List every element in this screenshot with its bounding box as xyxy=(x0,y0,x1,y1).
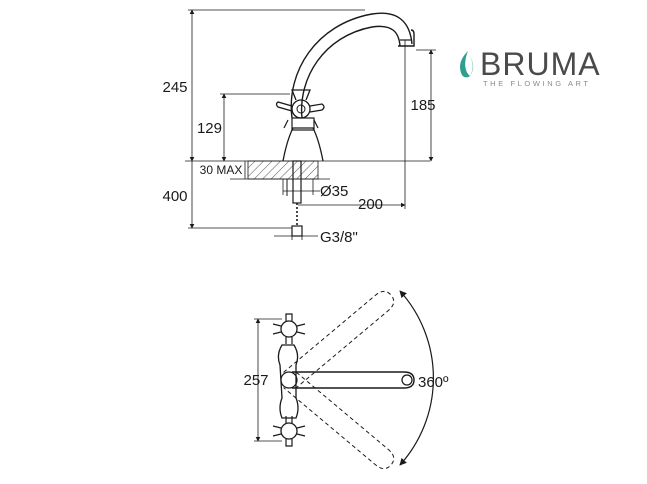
rotation-arc xyxy=(399,290,434,466)
label-129: 129 xyxy=(197,120,222,137)
deck-section xyxy=(247,160,319,180)
spout-outlet xyxy=(398,29,415,47)
label-257: 257 xyxy=(243,372,268,389)
top-view: 257 360º xyxy=(243,290,449,470)
spout-tip xyxy=(401,374,413,386)
cross-handle xyxy=(275,89,325,129)
label-185: 185 xyxy=(410,97,435,114)
label-200: 200 xyxy=(358,196,383,213)
label-30max: 30 MAX xyxy=(200,163,243,177)
label-245: 245 xyxy=(162,79,187,96)
label-thread: G3/8" xyxy=(320,229,358,246)
drop-icon xyxy=(460,51,474,78)
faucet-body xyxy=(282,127,324,162)
brand-name: BRUMA xyxy=(480,46,601,82)
side-view: 245 129 185 30 MAX 400 Ø35 200 G3/8" xyxy=(162,9,436,246)
label-35: Ø35 xyxy=(320,183,348,200)
hose-nut xyxy=(291,225,303,237)
spout-outer xyxy=(290,12,413,119)
spout-inner xyxy=(300,25,401,119)
brand-tagline: THE FLOWING ART xyxy=(483,79,591,88)
spout-pivot xyxy=(280,371,298,389)
label-360: 360º xyxy=(418,374,449,391)
top-handle-lower xyxy=(272,416,306,447)
top-handle-upper xyxy=(272,313,306,344)
spout-top xyxy=(292,371,415,389)
top-body xyxy=(277,344,299,419)
label-400: 400 xyxy=(162,188,187,205)
